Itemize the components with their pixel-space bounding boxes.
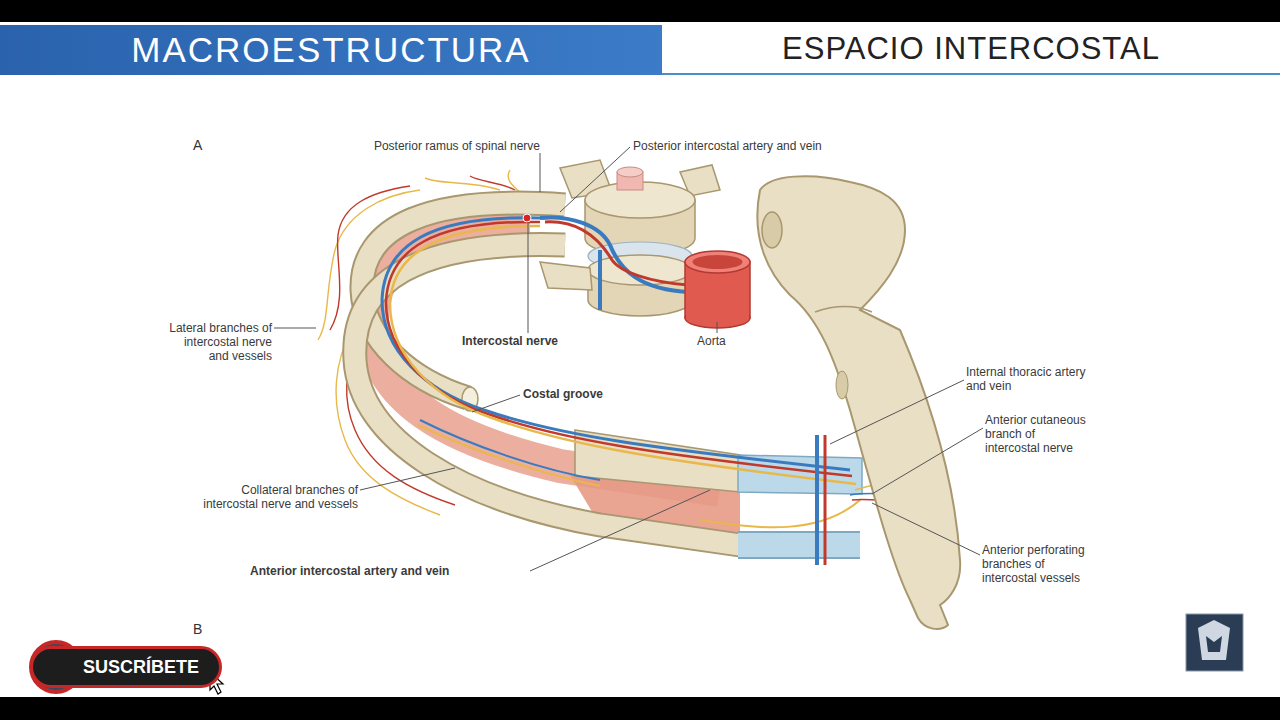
watermark-mark — [1206, 636, 1222, 652]
part-label: Lateral branches of intercostal nerve an… — [164, 321, 272, 363]
title-box: ESPACIO INTERCOSTAL — [662, 25, 1280, 73]
part-label: Collateral branches of intercostal nerve… — [196, 483, 358, 511]
top-bar — [0, 0, 1280, 22]
part-label: Intercostal nerve — [462, 334, 622, 348]
bottom-bar — [0, 697, 1280, 720]
part-label: Anterior intercostal artery and vein — [250, 564, 550, 578]
panel-letter: A — [193, 138, 223, 152]
part-label: Costal groove — [523, 387, 683, 401]
internal-thoracic-artery — [824, 435, 827, 565]
subscribe-button: SUSCRÍBETE — [30, 646, 222, 688]
leader-lines — [274, 147, 983, 571]
watermark-mark — [1198, 620, 1230, 660]
aorta — [685, 251, 750, 328]
part-label: Posterior intercostal artery and vein — [633, 139, 933, 153]
costal-cartilage — [738, 533, 860, 557]
node-text: MACROESTRUCTURA — [131, 30, 530, 70]
watermark-logo — [1186, 614, 1243, 671]
part-label: Anterior cutaneous branch of intercostal… — [985, 413, 1093, 455]
internal-thoracic-vein — [815, 435, 819, 565]
nerve-origin-dot — [523, 214, 531, 222]
part-label: Internal thoracic artery and vein — [966, 365, 1101, 393]
cartilage-outline — [738, 531, 860, 559]
part-label: Posterior ramus of spinal nerve — [290, 139, 540, 153]
sternal-angle — [815, 307, 872, 312]
sternum — [757, 176, 960, 629]
node-text: ESPACIO INTERCOSTAL — [782, 31, 1160, 67]
node-text: SUSCRÍBETE — [83, 657, 199, 678]
part-label: Anterior perforating branches of interco… — [982, 543, 1092, 585]
posterior-vessels — [540, 217, 690, 310]
panel-letter: B — [193, 622, 223, 636]
clavicular-notch — [762, 212, 782, 248]
header-rule — [662, 73, 1280, 75]
header-band: MACROESTRUCTURA — [0, 25, 662, 75]
costal-notch — [836, 371, 848, 399]
part-label: Aorta — [697, 334, 757, 348]
